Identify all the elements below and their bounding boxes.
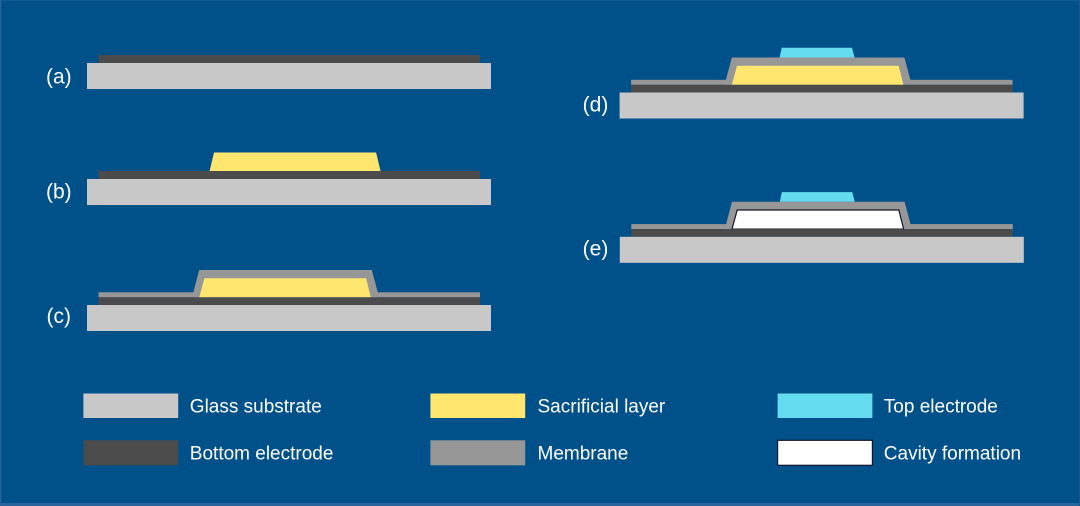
svg-text:(c): (c) bbox=[47, 305, 72, 328]
svg-text:Sacrificial layer: Sacrificial layer bbox=[538, 397, 666, 418]
svg-text:(a): (a) bbox=[46, 66, 72, 89]
svg-text:Glass substrate: Glass substrate bbox=[190, 397, 322, 418]
svg-text:Membrane: Membrane bbox=[538, 444, 629, 465]
svg-text:(d): (d) bbox=[583, 94, 609, 117]
svg-text:Top electrode: Top electrode bbox=[884, 397, 998, 418]
svg-text:Cavity formation: Cavity formation bbox=[884, 444, 1021, 465]
svg-text:Bottom electrode: Bottom electrode bbox=[190, 444, 334, 465]
svg-text:(b): (b) bbox=[46, 181, 72, 204]
svg-text:(e): (e) bbox=[583, 238, 609, 261]
